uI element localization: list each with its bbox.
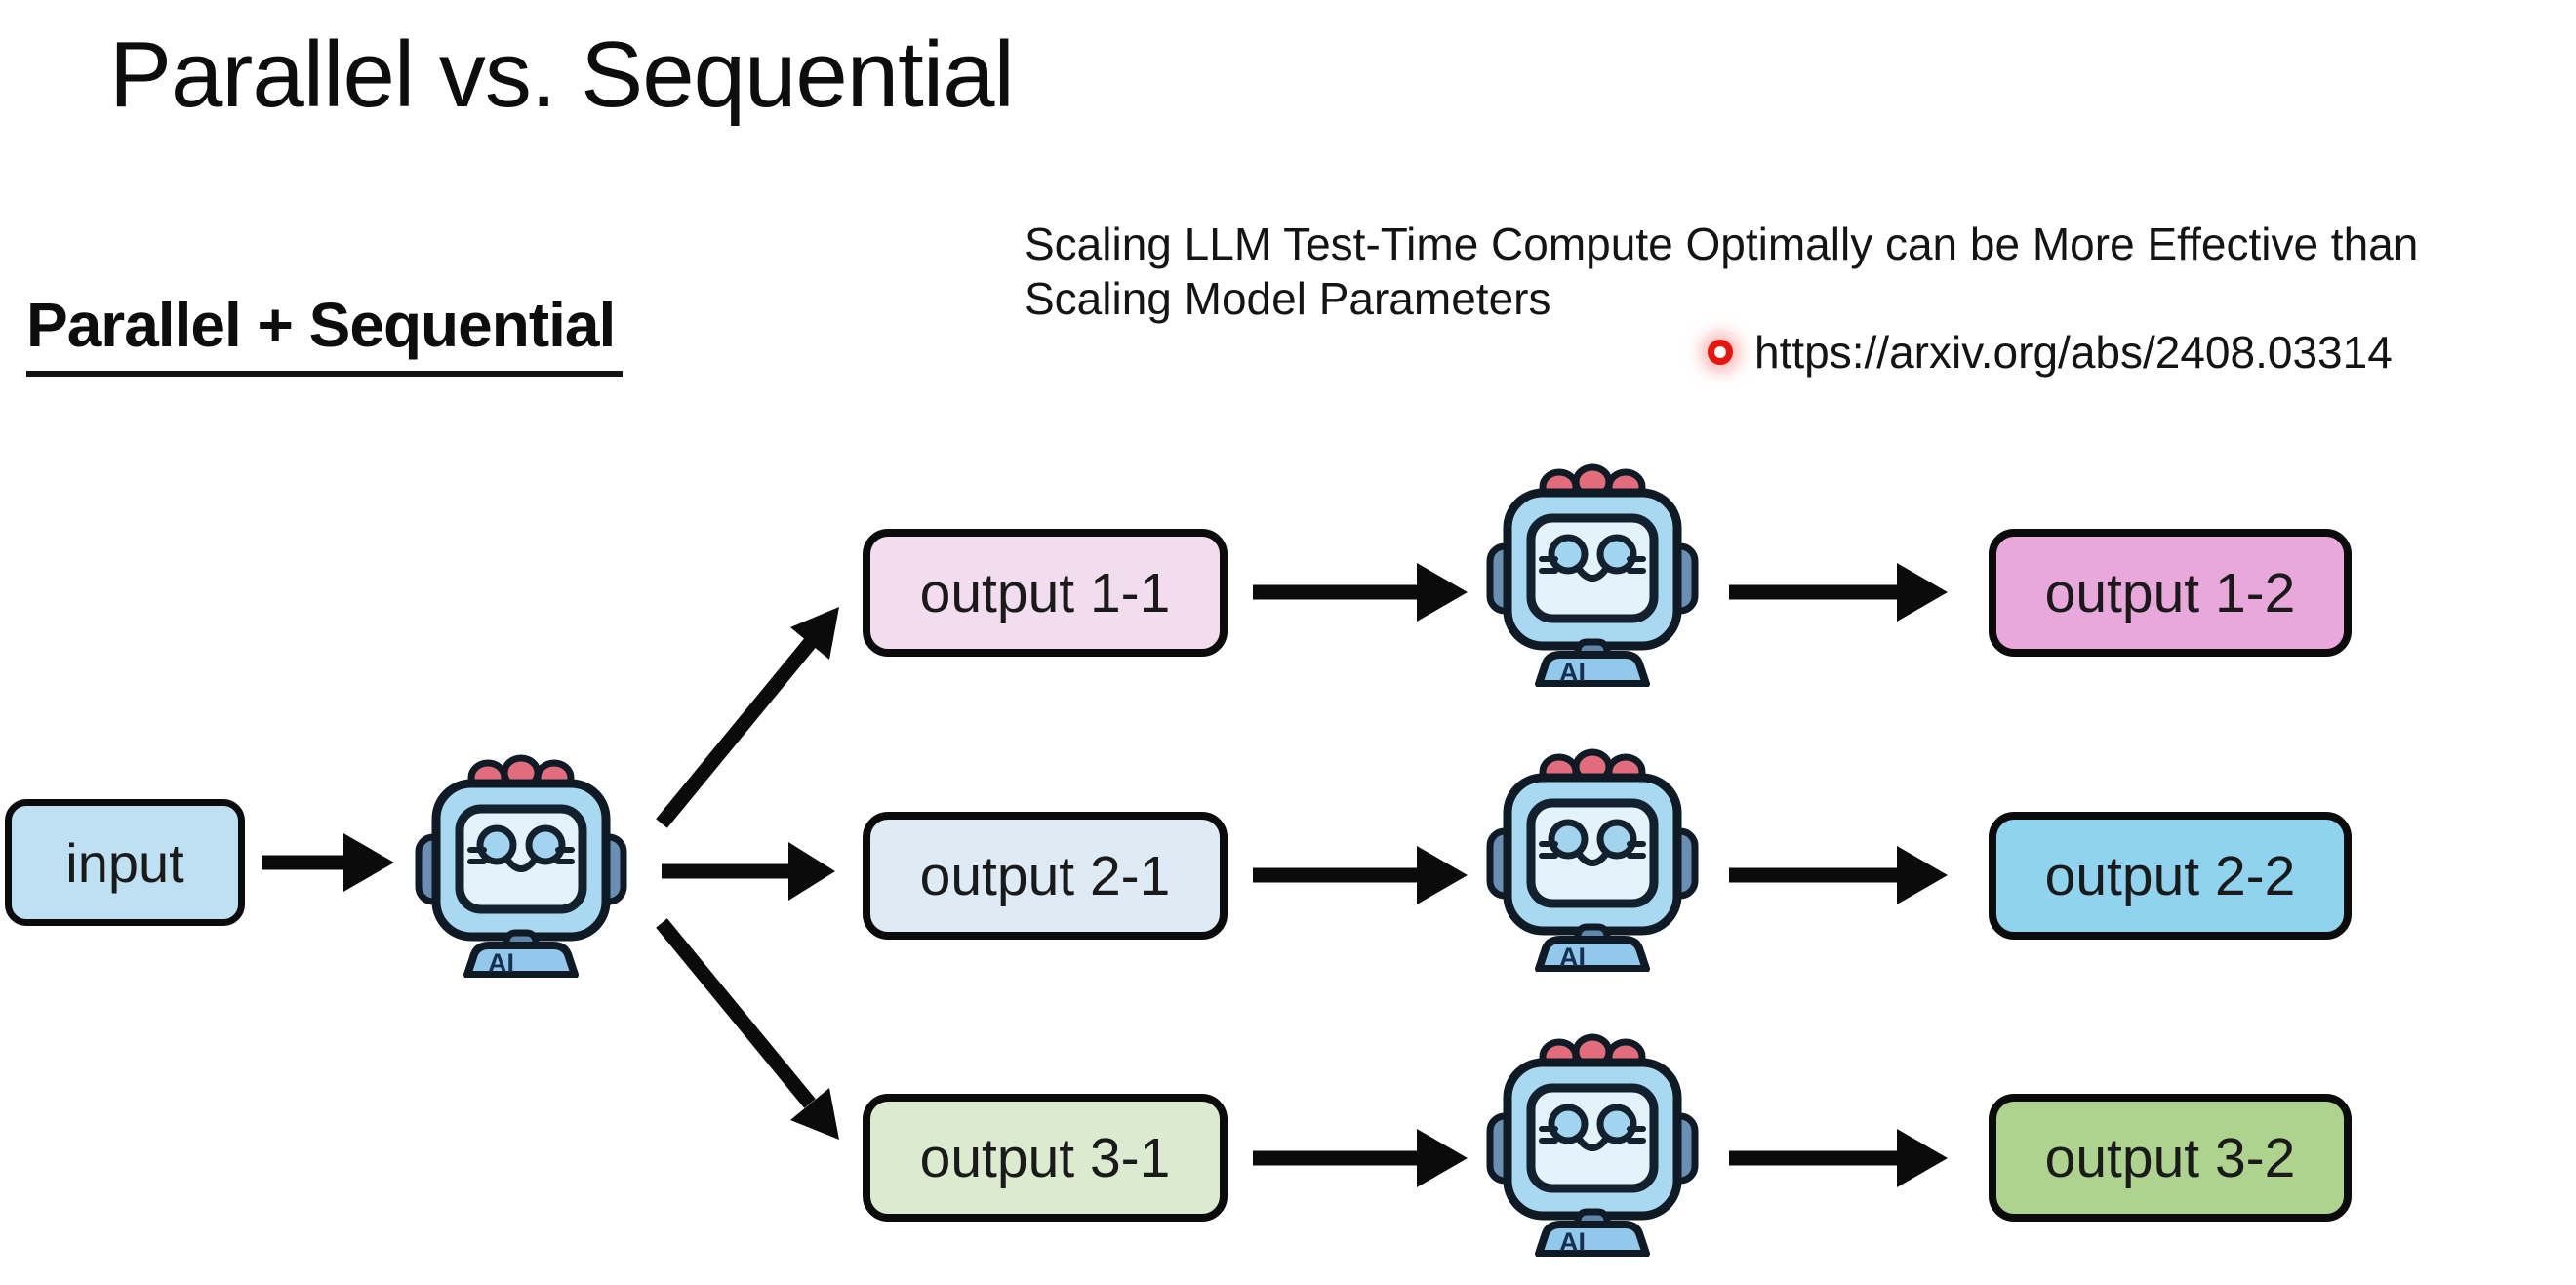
ai-robot-reviser-2-icon bbox=[1485, 745, 1700, 972]
output-1-1-node: output 1-1 bbox=[863, 529, 1228, 657]
laser-pointer-dot bbox=[1708, 340, 1733, 365]
arrow-branch-up bbox=[656, 638, 816, 828]
output-3-2-node: output 3-2 bbox=[1989, 1094, 2352, 1222]
section-heading: Parallel + Sequential bbox=[26, 289, 624, 377]
ai-robot-generator-icon bbox=[414, 751, 628, 978]
arrow-branch-down bbox=[656, 918, 816, 1108]
reference-row: https://arxiv.org/abs/2408.03314 bbox=[1708, 322, 2393, 382]
slide-title: Parallel vs. Sequential bbox=[109, 22, 1015, 127]
output-3-1-node: output 3-1 bbox=[863, 1094, 1228, 1222]
output-1-2-node: output 1-2 bbox=[1989, 529, 2352, 657]
ai-robot-reviser-3-icon bbox=[1485, 1030, 1700, 1257]
input-node: input bbox=[5, 799, 245, 926]
ai-robot-reviser-1-icon bbox=[1485, 461, 1700, 687]
arxiv-url: https://arxiv.org/abs/2408.03314 bbox=[1754, 327, 2393, 378]
paper-title: Scaling LLM Test-Time Compute Optimally … bbox=[1025, 219, 2419, 325]
output-2-2-node: output 2-2 bbox=[1989, 812, 2352, 940]
output-2-1-node: output 2-1 bbox=[863, 812, 1228, 940]
